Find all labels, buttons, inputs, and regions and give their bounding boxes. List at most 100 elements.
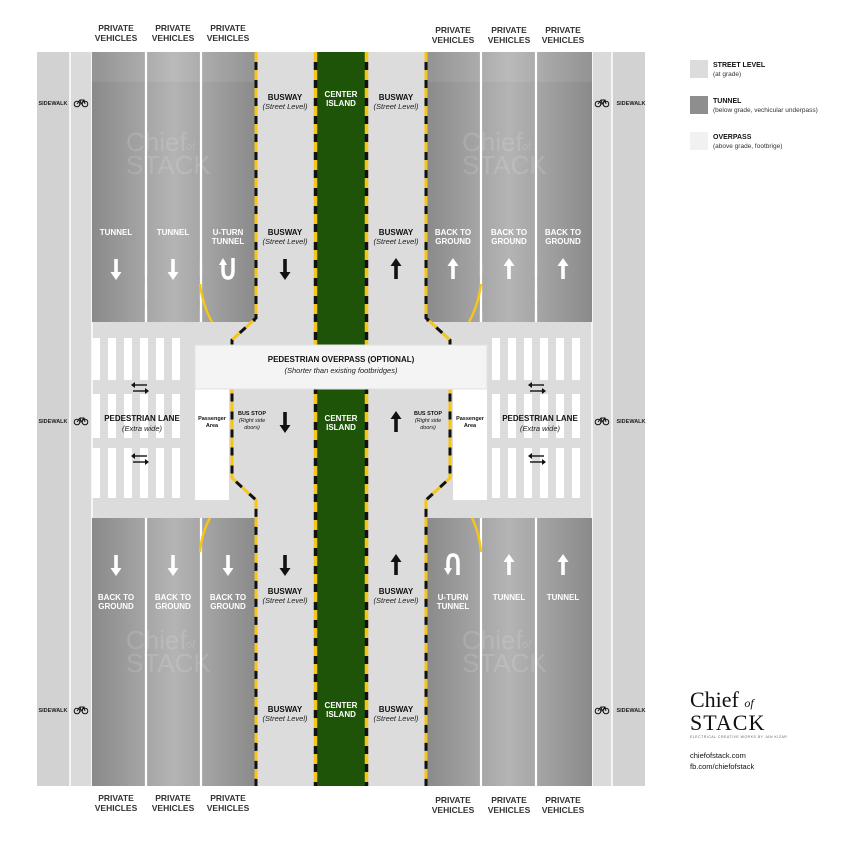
svg-text:of: of [522, 639, 532, 651]
down-arrow [110, 555, 122, 576]
busway-title: BUSWAY [268, 587, 303, 596]
zebra-stripe [492, 448, 500, 498]
svg-text:Chief: Chief [126, 625, 187, 655]
zebra-stripe [572, 394, 580, 438]
bicycle-icon [73, 706, 89, 715]
brand-stack: STACK [690, 710, 766, 735]
up-arrow [557, 258, 569, 279]
brand-tagline: ELECTRICAL CREATIVE WORKS BY JAN KIZAR [690, 735, 788, 739]
watermark-bottom-left: Chief of STACK [126, 625, 211, 678]
bicycle-icon [594, 417, 610, 426]
busway-title: BUSWAY [379, 93, 414, 102]
up-arrow [447, 258, 459, 279]
zebra-stripe [172, 394, 180, 438]
bike-lane-right [592, 52, 612, 786]
sidewalk-label: SIDEWALK [616, 101, 645, 107]
down-arrow [222, 555, 234, 576]
svg-text:STACK: STACK [462, 150, 547, 180]
zebra-stripe [108, 448, 116, 498]
busway-title: BUSWAY [268, 93, 303, 102]
zebra-stripe [524, 448, 532, 498]
direction-arrows [110, 258, 569, 576]
sidewalk-left [37, 52, 70, 786]
up-arrow [390, 411, 402, 432]
legend-swatch [690, 60, 708, 78]
svg-text:of: of [522, 141, 532, 153]
up-arrow [390, 554, 402, 575]
overpass-subtitle: (Shorter than existing footbridges) [285, 366, 398, 375]
pedestrian-lane-subtitle: (Extra wide) [520, 424, 561, 433]
zebra-stripe [124, 448, 132, 498]
passenger-area-right [453, 388, 487, 500]
zebra-stripe [156, 394, 164, 438]
svg-text:of: of [186, 141, 196, 153]
down-arrow [167, 555, 179, 576]
busway-subtitle: (Street Level) [262, 596, 308, 605]
busway-subtitle: (Street Level) [373, 237, 419, 246]
zebra-stripe [156, 448, 164, 498]
legend-desc: (below grade, vechicular underpass) [713, 107, 818, 114]
zebra-stripe [92, 338, 100, 380]
legend: STREET LEVEL (at grade) TUNNEL (below gr… [690, 60, 855, 168]
lane-label: TUNNEL [493, 593, 526, 602]
zebra-stripe [524, 338, 532, 380]
legend-desc: (at grade) [713, 71, 742, 78]
legend-title: STREET LEVEL [713, 62, 766, 69]
legend-swatch [690, 96, 708, 114]
bus-stop-title: BUS STOP [238, 411, 266, 417]
down-arrow [279, 259, 291, 280]
bus-stop-title: BUS STOP [414, 411, 442, 417]
legend-item-tunnel: TUNNEL (below grade, vechicular underpas… [690, 96, 855, 128]
crosswalk-stripes [92, 338, 580, 498]
legend-title: OVERPASS [713, 134, 752, 141]
lane-label: TUNNEL [547, 593, 580, 602]
svg-text:Chief: Chief [462, 127, 523, 157]
bidirectional-arrow-icon [528, 382, 546, 394]
zebra-stripe [572, 448, 580, 498]
zebra-stripe [556, 338, 564, 380]
brand-logo: Chief of [690, 687, 840, 713]
zebra-stripe [492, 338, 500, 380]
zebra-stripe [572, 338, 580, 380]
brand-website-link[interactable]: chiefofstack.com [690, 751, 746, 760]
svg-text:of: of [186, 639, 196, 651]
lane-dividers [144, 52, 538, 786]
down-arrow [279, 555, 291, 576]
brand-facebook-link[interactable]: fb.com/chiefofstack [690, 762, 755, 771]
zebra-stripe [508, 394, 516, 438]
bike-lane-left [70, 52, 92, 786]
bicycle-icon [594, 706, 610, 715]
up-arrow [503, 554, 515, 575]
sidewalk-label: SIDEWALK [616, 708, 645, 714]
busway-subtitle: (Street Level) [373, 596, 419, 605]
brand-name: Chief [690, 687, 739, 712]
busway-subtitle: (Street Level) [373, 102, 419, 111]
passenger-area-left [195, 388, 229, 500]
lane-label: TUNNEL [100, 228, 133, 237]
zebra-stripe [172, 338, 180, 380]
lane-label: TUNNEL [157, 228, 190, 237]
tunnel-block-top-left [92, 52, 256, 322]
bidirectional-arrow-icon [528, 453, 546, 465]
